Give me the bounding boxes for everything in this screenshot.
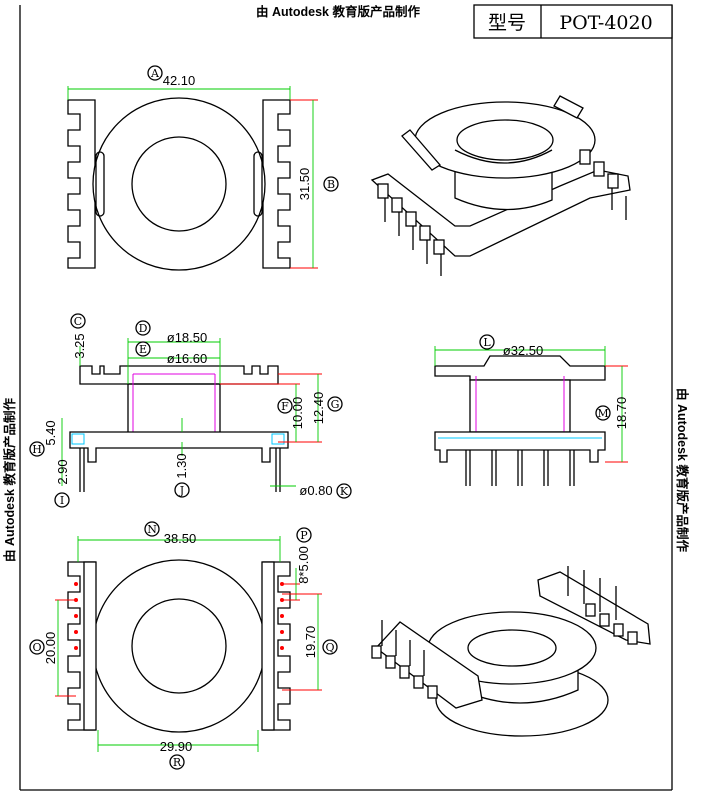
model-number: POT-4020 (559, 12, 652, 34)
dim-B-letter: B (327, 178, 335, 191)
dim-L-letter: L (483, 336, 491, 349)
dim-H: H 5.40 (29, 420, 58, 457)
dim-E: E ø16.60 (135, 341, 207, 366)
dim-I-value: 2.90 (55, 459, 70, 484)
dim-O: O 20.00 (29, 632, 58, 665)
dim-G-letter: G (331, 398, 340, 411)
dim-E-value: ø16.60 (167, 351, 207, 366)
dim-J: J 1.30 (174, 453, 190, 498)
dim-E-letter: E (139, 343, 147, 356)
dim-N-letter: N (147, 523, 157, 536)
drawing-frame (19, 5, 673, 791)
watermark-right: 由 Autodesk 教育版产品制作 (675, 388, 690, 552)
dim-P-letter: P (300, 529, 308, 542)
bottom-view-outline-right (262, 561, 291, 731)
top-view-bore (131, 136, 227, 232)
dim-J-value: 1.30 (174, 453, 189, 478)
top-view-outline (67, 99, 96, 269)
dim-O-letter: O (32, 641, 41, 654)
dim-M-letter: M (597, 407, 608, 420)
dim-I-letter: I (60, 494, 64, 507)
dim-P-value: 8*5.00 (296, 546, 311, 584)
dim-N-value: 38.50 (164, 531, 197, 546)
dim-L: L ø32.50 (479, 334, 543, 358)
front-view-bottom-flange (434, 431, 606, 463)
side-view-bottom-flange (69, 431, 289, 463)
dim-H-value: 5.40 (43, 420, 58, 445)
dim-P: P 8*5.00 (296, 527, 312, 584)
bottom-view-flange (92, 559, 266, 733)
dim-D: D ø18.50 (135, 320, 207, 345)
dim-H-letter: H (32, 443, 42, 456)
dim-C: C 3.25 (70, 313, 87, 359)
iso-view-bottom (371, 566, 651, 737)
bottom-view-outline-left (67, 561, 96, 731)
title-block: 型号 POT-4020 (473, 4, 673, 39)
top-view (67, 86, 318, 271)
dim-C-letter: C (74, 315, 82, 328)
dim-F: F 10.00 (277, 397, 305, 430)
dim-R-value: 29.90 (160, 739, 193, 754)
front-view (434, 346, 628, 486)
dim-R-letter: R (173, 756, 182, 769)
dim-J-letter: J (179, 484, 184, 497)
dim-A: A 42.10 (147, 65, 196, 88)
dim-G: G 12.40 (311, 392, 343, 425)
dim-D-letter: D (139, 322, 148, 335)
dim-B-value: 31.50 (297, 168, 312, 201)
dim-Q-value: 19.70 (303, 626, 318, 659)
dim-R: R 29.90 (160, 739, 193, 770)
dim-I: I 2.90 (54, 459, 70, 508)
dim-K-letter: K (340, 485, 349, 498)
top-view-outline-right (262, 99, 291, 269)
dim-M-value: 18.70 (614, 397, 629, 430)
dim-Q-letter: Q (325, 641, 334, 654)
dim-Q: Q 19.70 (303, 626, 338, 659)
dim-M: M 18.70 (595, 397, 629, 430)
bottom-view-bore (131, 598, 227, 694)
dim-L-value: ø32.50 (503, 343, 543, 358)
dim-O-value: 20.00 (43, 632, 58, 665)
dim-B: B 31.50 (297, 168, 339, 201)
front-view-top-flange (434, 355, 606, 381)
side-view (61, 338, 322, 492)
dim-F-letter: F (281, 400, 289, 413)
dim-F-value: 10.00 (290, 397, 305, 430)
dim-C-value: 3.25 (72, 333, 87, 358)
title-label: 型号 (488, 12, 526, 34)
iso-view-top (370, 95, 631, 276)
top-view-slot-left (95, 151, 105, 217)
dim-D-value: ø18.50 (167, 330, 207, 345)
watermark-top: 由 Autodesk 教育版产品制作 (256, 4, 420, 19)
bottom-view (55, 536, 322, 752)
top-view-slot-right (253, 151, 263, 217)
dim-A-value: 42.10 (163, 73, 196, 88)
watermark-left: 由 Autodesk 教育版产品制作 (2, 398, 17, 562)
side-view-top-flange (79, 365, 279, 385)
dim-G-value: 12.40 (311, 392, 326, 425)
dim-K-value: ø0.80 (299, 483, 332, 498)
dim-K: K ø0.80 (299, 483, 352, 499)
dim-N: N 38.50 (144, 521, 197, 546)
top-view-flange (92, 97, 266, 271)
dim-A-letter: A (150, 67, 160, 80)
